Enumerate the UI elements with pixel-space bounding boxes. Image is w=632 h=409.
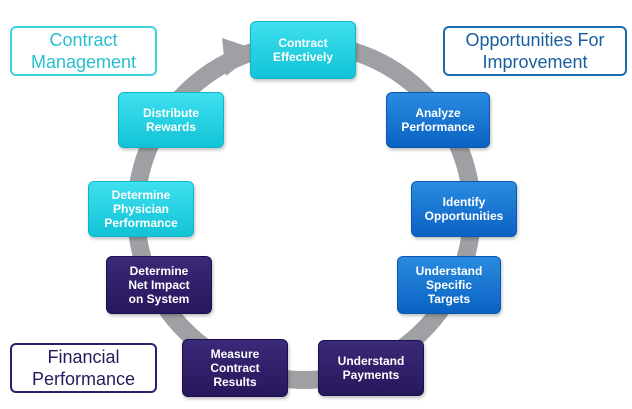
step-contract-effectively: Contract Effectively [250, 21, 356, 79]
legend-financial-performance: Financial Performance [10, 343, 157, 393]
step-identify-opportunities: Identify Opportunities [411, 181, 517, 237]
legend-opportunities-for-improvement: Opportunities For Improvement [443, 26, 627, 76]
cycle-arrowhead [222, 38, 258, 76]
step-determine-net-impact: Determine Net Impact on System [106, 256, 212, 314]
step-determine-physician-performance: Determine Physician Performance [88, 181, 194, 237]
step-understand-payments: Understand Payments [318, 340, 424, 396]
legend-contract-management: Contract Management [10, 26, 157, 76]
step-analyze-performance: Analyze Performance [386, 92, 490, 148]
step-measure-contract-results: Measure Contract Results [182, 339, 288, 397]
step-understand-specific-targets: Understand Specific Targets [397, 256, 501, 314]
step-distribute-rewards: Distribute Rewards [118, 92, 224, 148]
